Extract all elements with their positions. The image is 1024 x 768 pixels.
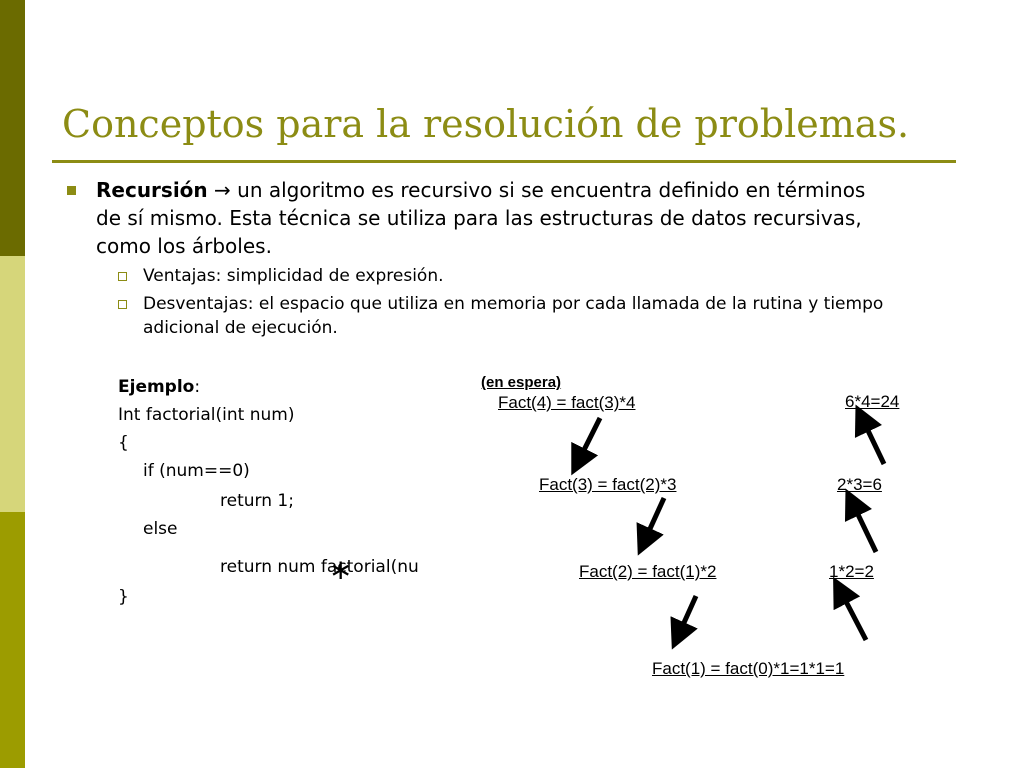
up-arrow-icon [833,576,869,642]
bullet-text: un algoritmo es recursivo si se encuentr… [96,178,866,258]
down-arrow-icon [571,416,603,476]
call-node-fact4: Fact(4) = fact(3)*4 [498,393,636,412]
down-arrow-icon [636,496,667,556]
call-node-fact1: Fact(1) = fact(0)*1=1*1=1 [652,659,845,678]
hollow-square-bullet-icon [118,272,127,281]
code-line: else [143,519,178,539]
asterisk-symbol: ∗ [329,553,353,586]
code-line: { [118,433,129,453]
up-arrow-icon [844,488,879,554]
code-line: return num factorial(nu [220,557,419,577]
call-node-fact2: Fact(2) = fact(1)*2 [579,562,717,581]
side-bar-bottom [0,512,25,768]
result-node-2: 1*2=2 [829,562,874,581]
example-label: Ejemplo: [118,377,201,397]
code-line: if (num==0) [143,461,250,481]
side-bar-middle [0,256,25,512]
code-line: Int factorial(int num) [118,405,295,425]
hollow-square-bullet-icon [118,300,127,309]
recursion-bullet: Recursión → un algoritmo es recursivo si… [96,176,876,260]
up-arrow-icon [854,404,887,466]
right-arrow-icon: → [214,178,231,202]
slide-title: Conceptos para la resolución de problema… [62,102,910,146]
square-bullet-icon [67,186,76,195]
call-node-fact3: Fact(3) = fact(2)*3 [539,475,677,494]
code-line: return 1; [220,491,294,511]
title-underline [52,160,956,163]
bullet-term: Recursión [96,178,208,202]
waiting-label: (en espera) [481,374,562,391]
sub-bullet-disadvantages: Desventajas: el espacio que utiliza en m… [143,294,884,338]
code-line: } [118,587,129,607]
down-arrow-icon [670,594,699,650]
side-bar [0,0,25,768]
side-bar-top [0,0,25,256]
sub-bullet-advantages: Ventajas: simplicidad de expresión. [143,266,444,286]
